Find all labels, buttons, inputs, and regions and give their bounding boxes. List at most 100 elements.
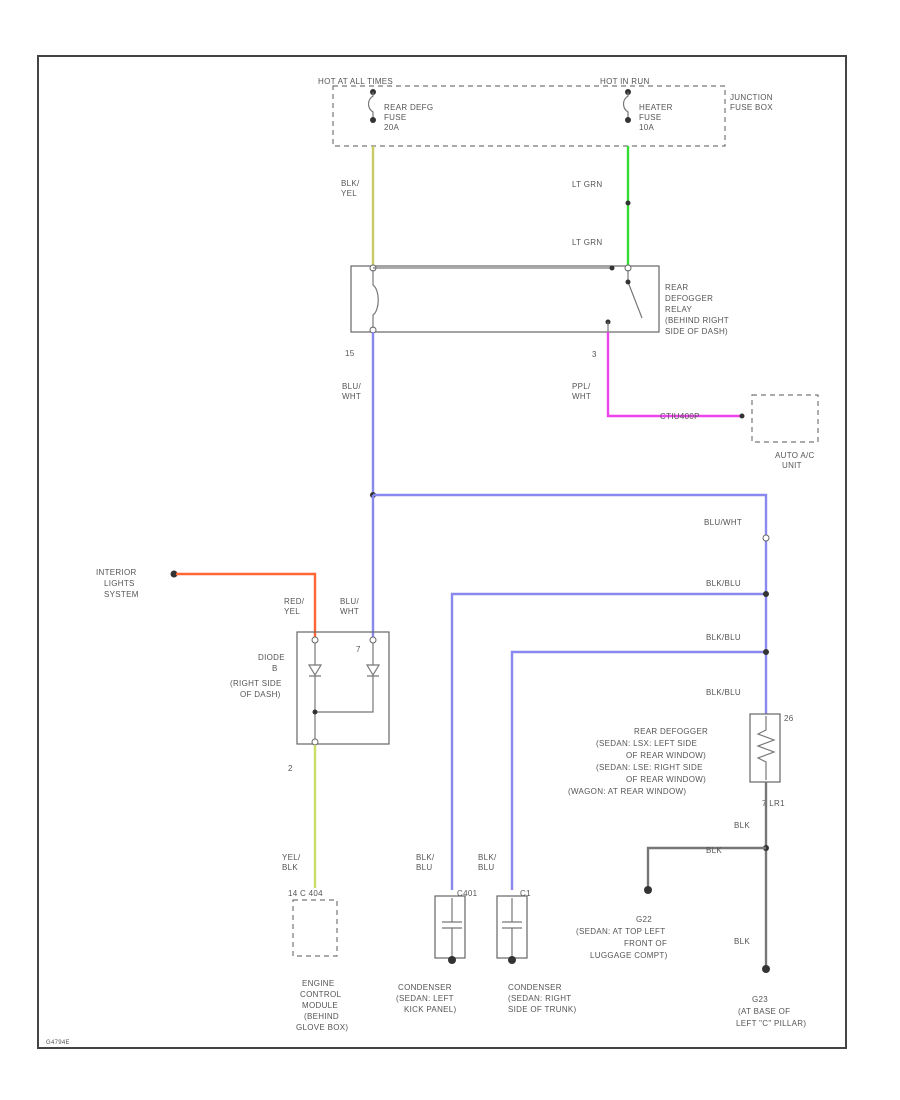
diode-symbol-1 [307,643,323,740]
svg-text:DEFOGGER: DEFOGGER [665,294,713,303]
blk-label-1: BLK [734,821,750,830]
svg-text:REAR DEFG: REAR DEFG [384,103,433,112]
interior-lights-label: INTERIOR [96,568,137,577]
ppl-wht-label: PPL/ [572,382,591,391]
svg-text:(BEHIND RIGHT: (BEHIND RIGHT [665,316,729,325]
lt-grn-label-2: LT GRN [572,238,602,247]
blk-label-2: BLK [706,846,722,855]
svg-text:FUSE: FUSE [384,113,407,122]
blk-yel-label: BLK/ [341,179,360,188]
blu-wht-label-2b: WHT [340,607,359,616]
lt-grn-label-1: LT GRN [572,180,602,189]
svg-text:(SEDAN: RIGHT: (SEDAN: RIGHT [508,994,571,1003]
junction-fuse-box [332,85,726,147]
svg-text:KICK PANEL): KICK PANEL) [404,1005,457,1014]
svg-text:G23: G23 [752,995,768,1004]
blu-wht-label-1: BLU/ [342,382,361,391]
svg-text:B: B [272,664,278,673]
rear-defogger-pin: 26 [784,714,794,723]
cond-right-label: CONDENSER (SEDAN: RIGHT SIDE OF TRUNK) [508,983,577,1014]
cond-left-pin-label: C401 [457,889,478,898]
auto-ac-unit-label: AUTO A/C [775,451,815,460]
relay-label: REAR DEFOGGER RELAY (BEHIND RIGHT SIDE O… [665,283,729,336]
svg-text:(SEDAN: LEFT: (SEDAN: LEFT [396,994,454,1003]
svg-text:GLOVE BOX): GLOVE BOX) [296,1023,348,1032]
svg-text:REAR DEFOGGER: REAR DEFOGGER [634,727,708,736]
blk-blu-label-2: BLK/BLU [706,633,741,642]
svg-text:OF DASH): OF DASH) [240,690,281,699]
blk-blu-wire-cond-right [510,650,766,890]
svg-text:LEFT "C" PILLAR): LEFT "C" PILLAR) [736,1019,806,1028]
svg-text:FRONT OF: FRONT OF [624,939,667,948]
relay-coil [372,270,379,328]
blk-blu-c2-label-2: BLU [478,863,494,872]
ecm-box [292,899,338,957]
blk-blu-wire-cond-left [450,592,766,890]
rear-defogger-grid [756,716,776,780]
blu-wht-label-2: BLU/ [340,597,359,606]
svg-text:OF REAR WINDOW): OF REAR WINDOW) [626,751,706,760]
diode-pin-7: 7 [356,645,361,654]
auto-ac-unit-label-2: UNIT [782,461,802,470]
g22-label: G22 (SEDAN: AT TOP LEFT FRONT OF LUGGAGE… [576,915,668,960]
yel-blk-label: YEL/ [282,853,301,862]
rear-defogger-relay [350,265,660,333]
auto-ac-connector-label: CTIU400P [660,412,700,421]
ecm-label: ENGINE CONTROL MODULE (BEHIND GLOVE BOX) [296,979,348,1032]
diode-symbol-2 [315,643,381,713]
svg-text:DIODE: DIODE [258,653,285,662]
red-yel-label: RED/ [284,597,305,606]
blu-wht-wire-bus [373,493,768,714]
junction-fuse-box-label: JUNCTION [730,93,773,102]
blk-yel-label-2: YEL [341,189,357,198]
svg-text:FUSE: FUSE [639,113,662,122]
svg-text:(AT BASE OF: (AT BASE OF [738,1007,790,1016]
hot-all-times-label: HOT AT ALL TIMES [318,77,393,86]
ppl-wht-label-2: WHT [572,392,591,401]
cond-right-pin-label: C1 [520,889,531,898]
svg-text:(RIGHT SIDE: (RIGHT SIDE [230,679,282,688]
blu-wht-right-label: BLU/WHT [704,518,742,527]
blk-blu-c1-label: BLK/ [416,853,435,862]
auto-ac-unit-box [751,394,819,443]
interior-lights-label-3: SYSTEM [104,590,139,599]
diagram-frame [37,55,847,1049]
g23-ground [762,965,770,973]
diagram-id: G4794E [46,1040,70,1046]
svg-text:(SEDAN: AT TOP LEFT: (SEDAN: AT TOP LEFT [576,927,665,936]
svg-text:SIDE OF TRUNK): SIDE OF TRUNK) [508,1005,577,1014]
svg-text:20A: 20A [384,123,399,132]
svg-text:HEATER: HEATER [639,103,673,112]
svg-text:RELAY: RELAY [665,305,693,314]
relay-switch [627,270,643,319]
svg-text:LUGGAGE COMPT): LUGGAGE COMPT) [590,951,668,960]
yel-blk-label-2: BLK [282,863,298,872]
relay-pin-15: 15 [345,349,355,358]
junction-fuse-box-label-2: FUSE BOX [730,103,773,112]
relay-pin-3: 3 [592,350,597,359]
svg-text:ENGINE: ENGINE [302,979,334,988]
heater-fuse: HEATER FUSE 10A [622,89,673,132]
rear-defogger-label: REAR DEFOGGER (SEDAN: LSX: LEFT SIDE OF … [568,727,708,796]
blk-blu-c2-label: BLK/ [478,853,497,862]
rear-defg-fuse: REAR DEFG FUSE 20A [367,89,433,132]
svg-text:(BEHIND: (BEHIND [304,1012,339,1021]
blk-blu-label-1: BLK/BLU [706,579,741,588]
blk-blu-c1-label-2: BLU [416,863,432,872]
red-yel-wire [176,572,317,638]
red-yel-label-2: YEL [284,607,300,616]
interior-lights-terminal [170,570,178,578]
interior-lights-label-2: LIGHTS [104,579,135,588]
svg-text:CONTROL: CONTROL [300,990,341,999]
svg-text:REAR: REAR [665,283,688,292]
lr1-label: 7 LR1 [762,799,785,808]
blk-label-3: BLK [734,937,750,946]
svg-text:G22: G22 [636,915,652,924]
condenser-left [434,895,466,959]
svg-text:OF REAR WINDOW): OF REAR WINDOW) [626,775,706,784]
svg-text:CONDENSER: CONDENSER [508,983,562,992]
hot-run-label: HOT IN RUN [600,77,650,86]
diode-box [296,631,390,745]
blu-wht-label-1b: WHT [342,392,361,401]
